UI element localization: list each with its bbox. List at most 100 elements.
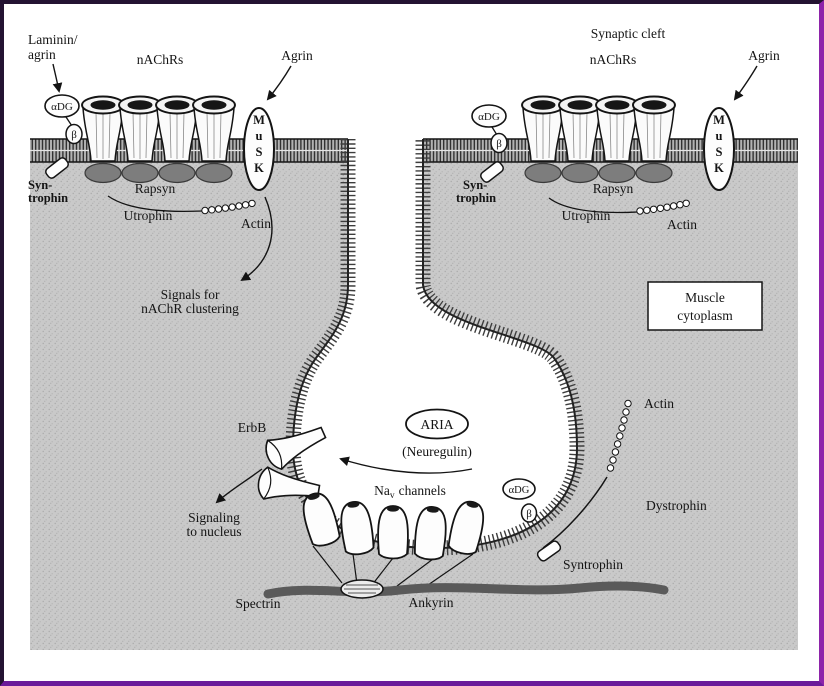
agrin-left-arrow [266,65,292,101]
nav-subscript: v [390,491,395,501]
nachr-receptor [632,95,676,184]
actin-bead [620,416,628,424]
actin-bead [682,199,690,208]
channel-pore [387,506,399,512]
actin-right-label: Actin [667,217,697,232]
syntrophin-left-shape [45,157,69,179]
actin-bead [643,206,651,214]
actin-bead [228,203,236,211]
actin-bead [248,199,256,208]
receptor-hatch [646,111,662,159]
muscle-cytoplasm-box: Muscle cytoplasm [647,281,763,331]
utrophin-left-label: Utrophin [124,208,173,223]
rapsyn-blob [635,162,673,184]
rapsyn-blob [195,162,233,184]
nachr-receptor [192,95,236,184]
musk-letter: S [256,145,263,159]
actin-bead [669,202,678,210]
spectrin-ankyrin [263,579,669,599]
rapsyn-blob [524,162,562,184]
synaptic-cleft-region [293,139,577,548]
nav-channel [447,500,485,555]
receptor-hatch [206,111,222,159]
musk-letter: S [716,145,723,159]
musk-letter: M [713,113,725,127]
actin-bead [235,202,243,210]
rapsyn-blob [561,162,599,184]
actin-bead [649,205,658,214]
actin-bead [618,424,626,432]
actin-bead [214,205,223,213]
beta-dg-oval [520,503,538,523]
actin-bead [624,399,632,408]
syntrophin-left-label-1: Syn- [28,178,52,192]
utrophin-line [107,195,203,213]
rapsyn-left-label: Rapsyn [135,181,176,196]
musk-letter: M [253,113,265,127]
nav-channel [413,506,447,561]
dystrophin-line [542,476,608,549]
beta-dg-label: β [526,508,532,520]
actin-filament [606,399,632,472]
muscle-cytoplasm-label-1: Muscle [685,290,725,305]
receptor-hatch [132,111,148,159]
actin-bead [636,207,644,215]
actin-bead [663,203,671,211]
utrophin-right-label: Utrophin [562,208,611,223]
channel-pore [347,502,360,508]
alpha-dg-oval [502,478,536,500]
receptor-pore [530,100,556,110]
syntrophin-right-label-1: Syn- [463,178,487,192]
actin-bead [609,456,617,464]
alpha-dg-label: αDG [51,101,73,113]
musk-letter: u [256,129,263,143]
erbb-receptors [257,426,327,500]
nav-prefix: Na [374,483,390,498]
channel-pore [466,502,479,508]
actin-filament [201,199,256,215]
muscle-cytoplasm-label-2: cytoplasm [677,308,733,323]
aria-to-erbb-arrow [339,456,473,474]
neuregulin-label: (Neuregulin) [402,444,472,459]
actin-bead [241,201,250,209]
musk-signals-arrow [240,196,273,282]
musk-right: M u S K [703,107,735,191]
dystroglycan-right: αDG β [471,104,508,154]
musk-letter: K [714,161,724,175]
nachrs-left-label: nAChRs [137,52,184,67]
nachrs-right-label: nAChRs [590,52,637,67]
nachr-receptor [81,95,125,184]
nachr-receptor [558,95,602,184]
receptor-pore [90,100,116,110]
annotation-arrows [52,63,758,504]
aria-group: ARIA (Neuregulin) [339,408,473,474]
spectrin-band [263,581,669,599]
agrin-left-label: Agrin [281,48,313,63]
channel-body [447,500,485,555]
rapsyn-blob [158,162,196,184]
signaling-label-1: Signaling [188,510,240,525]
spectrin-label: Spectrin [236,596,281,611]
alpha-dg-label: αDG [509,485,530,496]
dystroglycan-bottom: αDG β [502,478,538,523]
dystrophin-label: Dystrophin [646,498,707,513]
erbb-label: ErbB [238,420,267,435]
actin-bead [656,204,665,213]
channel-body [302,492,341,547]
actin-filament [636,199,690,215]
actin-bead [622,408,630,416]
nav-channels [302,492,485,587]
channel-pore [426,507,439,513]
nachr-receptor [155,95,199,184]
aria-label: ARIA [421,417,454,432]
laminin-agrin-label-1: Laminin/ [28,32,78,47]
agrin-right-arrow [733,65,758,101]
erbb-shape [257,466,321,500]
receptor-hatch [95,111,111,159]
laminin-agrin-label-2: agrin [28,47,56,62]
erbb-signaling-arrow [215,468,263,504]
alpha-dg-oval [44,94,80,118]
channel-body [340,501,375,556]
